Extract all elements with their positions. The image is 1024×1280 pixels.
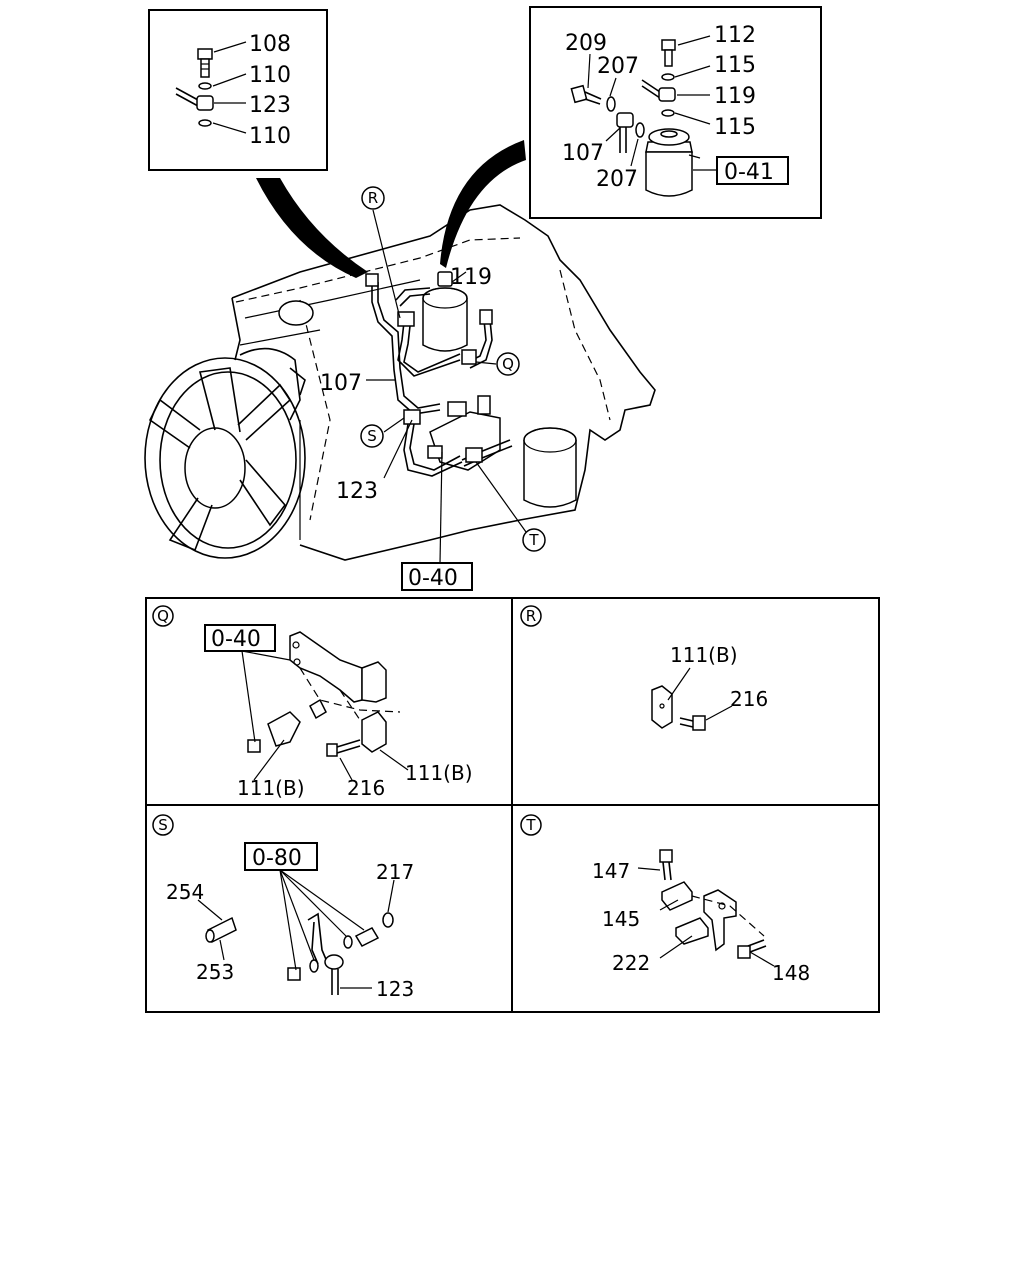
label-107-main: 107	[320, 371, 362, 396]
panel-q: Q 0-40 111(B) 216 111(B)	[152, 605, 473, 800]
oil-filler-cap	[278, 300, 314, 326]
callout-s-text: S	[367, 427, 377, 445]
panel-q-label-111b-left: 111(B)	[237, 776, 305, 800]
panel-s-label-253: 253	[196, 960, 234, 984]
panel-t-label-145: 145	[602, 907, 640, 931]
panel-r-label-216: 216	[730, 687, 768, 711]
label-207-top: 207	[597, 54, 639, 79]
callout-q	[496, 352, 520, 376]
label-110-bottom: 110	[249, 124, 291, 149]
engine-illustration: R Q S T 119 107 123 0-40	[144, 186, 656, 591]
washer-115-bottom	[661, 109, 675, 117]
cooling-fan	[144, 357, 306, 559]
ref-041-label: 0-41	[724, 160, 774, 185]
inset-right: 209 207 112 115 119 115 107 207 0-41	[529, 6, 822, 219]
panel-r-label-111b: 111(B)	[670, 643, 738, 667]
panel-s-label-123: 123	[376, 977, 414, 1001]
panel-t-tag: T	[525, 816, 536, 834]
eye-joint-123	[175, 87, 214, 111]
callout-q-text: Q	[502, 355, 514, 373]
bolt-209	[570, 84, 602, 105]
washer-115-top	[661, 73, 675, 81]
label-115-bottom: 115	[714, 115, 756, 140]
panel-s: S 0-80 217 254 253 123	[152, 814, 414, 1001]
panel-r-tag: R	[526, 607, 536, 625]
connector-arc-right	[440, 140, 526, 268]
ref-040-main-label: 0-40	[408, 566, 458, 591]
panel-s-tag: S	[158, 816, 168, 834]
panel-r: R 111(B) 216	[520, 605, 768, 731]
panel-t-label-222: 222	[612, 951, 650, 975]
main-fuel-filter	[422, 271, 468, 352]
eye-joint-119	[641, 79, 676, 102]
bolt-108	[197, 48, 213, 78]
ref-box-041	[716, 156, 789, 185]
secondary-filter	[523, 427, 577, 508]
washer-207-top	[606, 96, 616, 112]
bolt-112	[661, 39, 676, 67]
label-119-main: 119	[450, 265, 492, 290]
label-119: 119	[714, 84, 756, 109]
label-209: 209	[565, 31, 607, 56]
fuel-lines	[365, 273, 513, 477]
label-107: 107	[562, 141, 604, 166]
label-108: 108	[249, 32, 291, 57]
washer-110-top	[198, 82, 212, 90]
label-115-top: 115	[714, 53, 756, 78]
washer-110-bottom	[198, 119, 212, 127]
panel-t-label-148: 148	[772, 961, 810, 985]
inset-left-frame	[148, 9, 328, 171]
label-123-main: 123	[336, 479, 378, 504]
label-110-top: 110	[249, 63, 291, 88]
ref-box-040-main	[401, 562, 473, 591]
inset-right-frame	[529, 6, 822, 219]
panel-s-ref: 0-80	[252, 846, 302, 871]
label-112: 112	[714, 23, 756, 48]
panel-t: T 147 145 222 148	[520, 814, 810, 985]
callout-r	[361, 186, 385, 210]
detail-grid	[145, 597, 880, 1013]
callout-t	[522, 528, 546, 552]
inset-left: 108 110 123 110	[148, 9, 328, 171]
panel-q-label-216: 216	[347, 776, 385, 800]
panel-t-label-147: 147	[592, 859, 630, 883]
panel-q-label-111b-right: 111(B)	[405, 761, 473, 785]
washer-207-bottom	[635, 122, 645, 138]
panel-s-label-217: 217	[376, 860, 414, 884]
callout-s	[360, 424, 384, 448]
connector-arc-left	[256, 178, 368, 278]
panel-q-tag: Q	[157, 607, 169, 625]
callout-r-text: R	[368, 189, 378, 207]
label-207-bottom: 207	[596, 167, 638, 192]
panel-s-label-254: 254	[166, 880, 204, 904]
panel-q-ref-box	[204, 624, 276, 652]
panel-q-ref: 0-40	[211, 627, 261, 652]
callout-t-text: T	[528, 531, 539, 549]
label-123: 123	[249, 93, 291, 118]
elbow-fitting-107	[616, 112, 634, 153]
fuel-filter-assembly	[645, 128, 701, 197]
